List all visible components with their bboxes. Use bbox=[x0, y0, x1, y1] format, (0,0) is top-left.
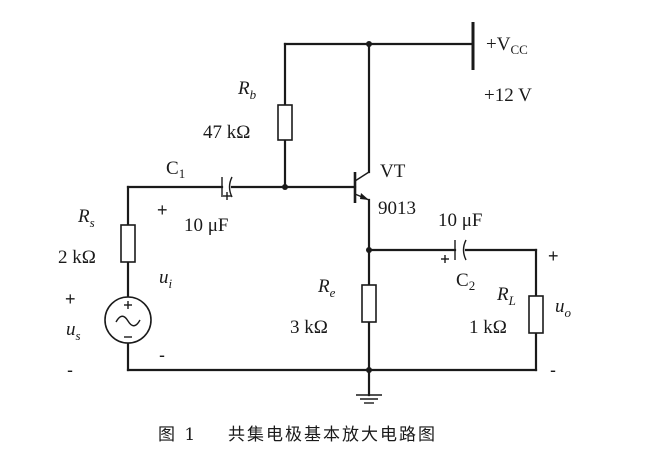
ac-source bbox=[104, 296, 152, 344]
uo-plus-sign: + bbox=[548, 246, 559, 266]
resistor-rb bbox=[277, 104, 293, 141]
ground-icon bbox=[356, 394, 382, 404]
transistor-model: 9013 bbox=[378, 198, 416, 219]
ui-minus-sign: - bbox=[159, 345, 165, 365]
rs-symbol: Rs bbox=[77, 206, 95, 230]
us-minus-sign: - bbox=[67, 360, 73, 380]
ui-plus-sign: + bbox=[157, 200, 168, 220]
rl-value: 1 kΩ bbox=[469, 317, 507, 338]
uo-symbol: uo bbox=[555, 296, 572, 320]
re-symbol: Re bbox=[317, 276, 336, 300]
ui-symbol: ui bbox=[159, 267, 173, 291]
re-value: 3 kΩ bbox=[290, 317, 328, 338]
junction-emitter bbox=[366, 247, 372, 253]
transistor-vt bbox=[353, 171, 370, 203]
transistor-name: VT bbox=[380, 161, 406, 182]
c2-value: 10 μF bbox=[438, 210, 483, 231]
sine-wave-icon bbox=[115, 315, 141, 327]
rs-value: 2 kΩ bbox=[58, 247, 96, 268]
figure-number: 图 1 bbox=[158, 425, 197, 445]
supply-label: +VCC bbox=[486, 34, 528, 57]
c1-symbol: C1 bbox=[166, 158, 185, 181]
us-plus-sign: + bbox=[65, 289, 76, 309]
c1-value: 10 μF bbox=[184, 215, 229, 236]
wires bbox=[126, 42, 538, 397]
capacitor-c1 bbox=[221, 176, 233, 200]
supply-voltage: +12 V bbox=[484, 85, 532, 106]
rl-symbol: RL bbox=[496, 284, 516, 308]
junction-ground bbox=[366, 367, 372, 373]
c2-symbol: C2 bbox=[456, 270, 475, 293]
junction-supply bbox=[366, 41, 372, 47]
resistor-re bbox=[361, 284, 377, 323]
resistor-rl bbox=[528, 295, 544, 334]
uo-minus-sign: - bbox=[550, 360, 556, 380]
figure-title: 共集电极基本放大电路图 bbox=[228, 425, 437, 445]
us-symbol: us bbox=[66, 319, 81, 343]
emitter-arrow-icon bbox=[360, 193, 369, 200]
rb-symbol: Rb bbox=[237, 78, 257, 102]
rb-value: 47 kΩ bbox=[203, 122, 250, 143]
capacitor-c2 bbox=[441, 239, 467, 263]
junction-base bbox=[282, 184, 288, 190]
resistor-rs bbox=[120, 224, 136, 263]
